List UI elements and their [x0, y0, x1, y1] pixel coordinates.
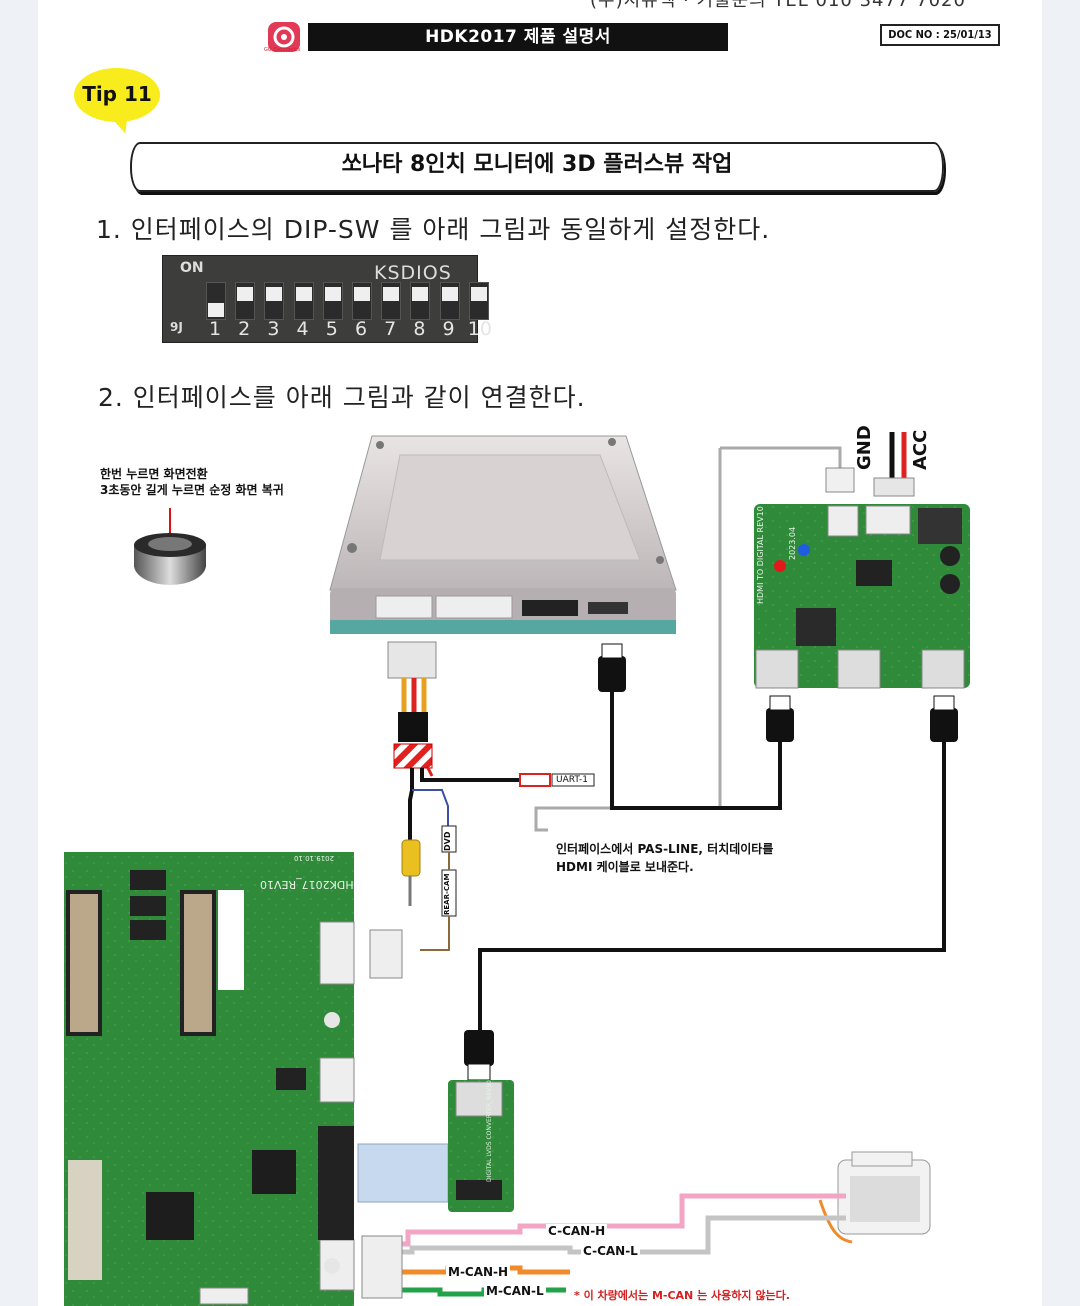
dip-on-label: ON: [180, 260, 204, 276]
dip-number-label: 9: [442, 318, 455, 340]
m-can-warning: * 이 차량에서는 M-CAN 는 사용하지 않는다.: [574, 1289, 790, 1302]
rotary-knob-icon: [134, 508, 206, 585]
step-1-text: 1. 인터페이스의 DIP-SW 를 아래 그림과 동일하게 설정한다.: [96, 215, 771, 244]
hdmi-note: 인터페이스에서 PAS-LINE, 터치데이타를 HDMI 케이블로 보내준다.: [556, 840, 773, 876]
dip-number-label: 5: [325, 318, 338, 340]
rear-cam-label: REAR-CAM: [443, 873, 451, 915]
vehicle-connector-icon: [837, 1151, 931, 1235]
m-can-h-label: M-CAN-H: [446, 1265, 511, 1279]
document-title: HDK2017 제품 설명서: [308, 23, 728, 51]
doc-number: DOC NO : 25/01/13: [880, 24, 1000, 46]
dip-switch-knob: [383, 287, 400, 301]
dip-switch-4: [293, 282, 314, 320]
hdmi-note-line1: 인터페이스에서 PAS-LINE, 터치데이타를: [556, 842, 774, 856]
hdmi-digital-board-icon: [754, 504, 970, 689]
gnd-label: GND: [854, 425, 875, 470]
main-board-silk: HDK2017_REV10: [260, 878, 354, 891]
dip-switch-knob: [237, 287, 254, 301]
dvd-label: DVD: [443, 831, 452, 851]
header-clipped-contact: (주)지유텍 · 기술문의 TEL 010 3477 7020: [590, 0, 966, 11]
c-can-h-label: C-CAN-H: [546, 1224, 608, 1238]
tip-label: Tip 11: [82, 82, 152, 106]
dip-switch-knob: [441, 287, 458, 301]
uart-label: UART-1: [556, 775, 588, 785]
logo-name: GU Electronics: [264, 47, 301, 53]
hdmi-note-line2: HDMI 케이블로 보내준다.: [556, 860, 694, 874]
dip-switch-9: [439, 282, 460, 320]
dip-switch-6: [352, 282, 372, 320]
dip-number-label: 1: [208, 318, 222, 340]
dip-switch-knob: [324, 287, 341, 301]
section-frame: [130, 142, 944, 192]
adapter-silk: DIGITAL LVDS CONVERTER_REV90: [486, 1080, 493, 1182]
dip-switch-1: [206, 282, 226, 320]
dip-switch-8: [410, 282, 431, 320]
dip-number-label: 2: [238, 318, 251, 340]
dip-switch-knob: [354, 287, 370, 301]
c-can-l-label: C-CAN-L: [581, 1244, 640, 1258]
dip-switch-knob: [295, 287, 312, 301]
dip-brand-label: KSDIOS: [374, 262, 452, 284]
dip-switch-3: [264, 282, 285, 320]
dip-number-label: 3: [267, 318, 280, 340]
dip-number-label: 10: [467, 318, 492, 340]
small-board-date: 2023.04: [788, 526, 797, 560]
m-can-l-label: M-CAN-L: [484, 1284, 546, 1298]
section-title: 쏘나타 8인치 모니터에 3D 플러스뷰 작업: [341, 152, 733, 177]
right-margin-band: [1042, 0, 1080, 1306]
interface-box-icon: [329, 435, 677, 634]
dip-switch-7: [381, 282, 402, 320]
dip-switch-knob: [266, 287, 283, 301]
left-margin-band: [0, 0, 38, 1306]
knob-note: 한번 누르면 화면전환 3초동안 길게 누르면 순정 화면 복귀: [100, 466, 284, 498]
dip-switch-10: [468, 282, 489, 320]
dip-switch-2: [235, 282, 256, 320]
harness-connector-icon: [387, 641, 437, 679]
dip-switch-knob: [470, 287, 487, 301]
dip-switch-knob: [412, 287, 429, 301]
company-logo-icon: [268, 22, 300, 52]
knob-note-line2: 3초동안 길게 누르면 순정 화면 복귀: [100, 483, 284, 497]
step-2-text: 2. 인터페이스를 아래 그림과 같이 연결한다.: [98, 383, 586, 412]
dip-number-label: 8: [413, 318, 426, 340]
small-board-silk: HDMI TO DIGITAL REV10: [756, 506, 765, 604]
dip-number-label: 7: [384, 318, 397, 340]
main-board-date: 2019.10.10: [294, 854, 335, 862]
lvds-adapter-board-icon: [448, 1080, 514, 1212]
knob-note-line1: 한번 누르면 화면전환: [100, 467, 208, 481]
main-board-icon: [64, 852, 355, 1306]
tip-bubble: [74, 68, 160, 122]
dip-switch-5: [322, 282, 343, 320]
dip-number-label: 6: [354, 318, 368, 340]
dip-prefix-label: 9J: [170, 320, 183, 334]
acc-label: ACC: [910, 429, 931, 470]
dip-switch-knob: [208, 303, 224, 317]
dip-number-label: 4: [296, 318, 309, 340]
